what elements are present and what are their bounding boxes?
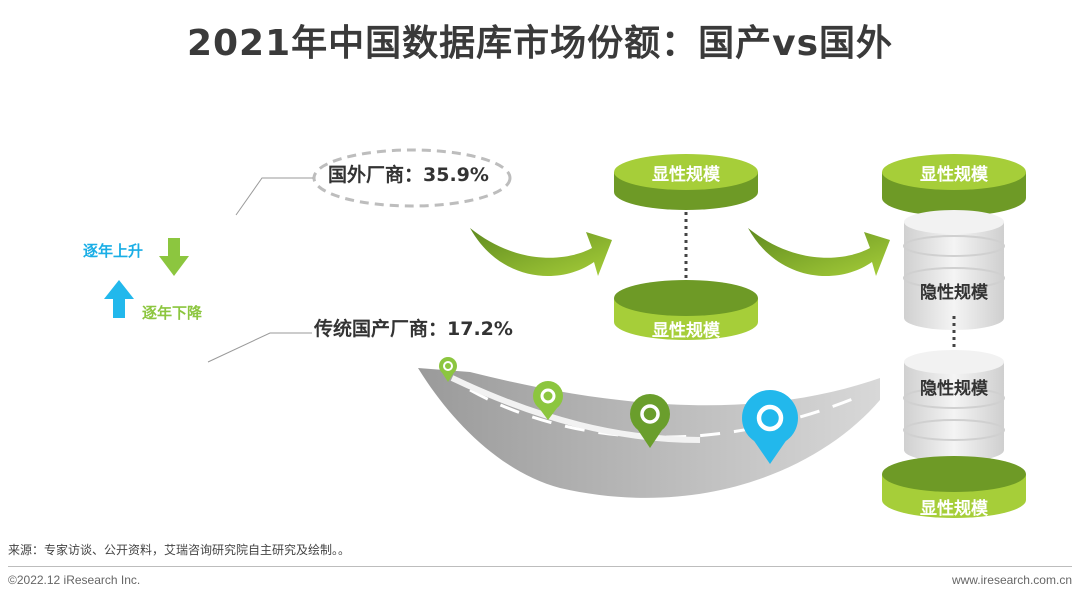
foreign-vendor-share: 国外厂商：35.9% — [328, 160, 489, 187]
hidden-scale-label: 隐性规模 — [884, 374, 1024, 399]
source-note: 来源：专家访谈、公开资料，艾瑞咨询研究院自主研究及绘制。。 — [8, 541, 350, 558]
domestic-leader-line — [208, 333, 312, 362]
website-link[interactable]: www.iresearch.com.cn — [952, 573, 1072, 587]
hidden-scale-stack-upper — [904, 210, 1004, 330]
down-arrow-icon — [159, 238, 189, 276]
hidden-scale-stack-lower — [904, 350, 1004, 462]
yearly-fall-label: 逐年下降 — [142, 302, 202, 323]
explicit-scale-label: 显性规模 — [884, 494, 1024, 519]
domestic-vendor-share: 传统国产厂商：17.2% — [314, 314, 513, 341]
curved-arrow-icon — [470, 228, 612, 276]
hidden-scale-label: 隐性规模 — [884, 278, 1024, 303]
explicit-scale-label: 显性规模 — [616, 316, 756, 341]
yearly-rise-label: 逐年上升 — [83, 240, 143, 261]
explicit-scale-label: 显性规模 — [616, 160, 756, 185]
footer-divider — [8, 566, 1072, 567]
foreign-leader-line — [236, 178, 313, 215]
copyright: ©2022.12 iResearch Inc. — [8, 573, 140, 587]
explicit-scale-label: 显性规模 — [884, 160, 1024, 185]
up-arrow-icon — [104, 280, 134, 318]
curved-arrow-icon — [748, 228, 890, 276]
